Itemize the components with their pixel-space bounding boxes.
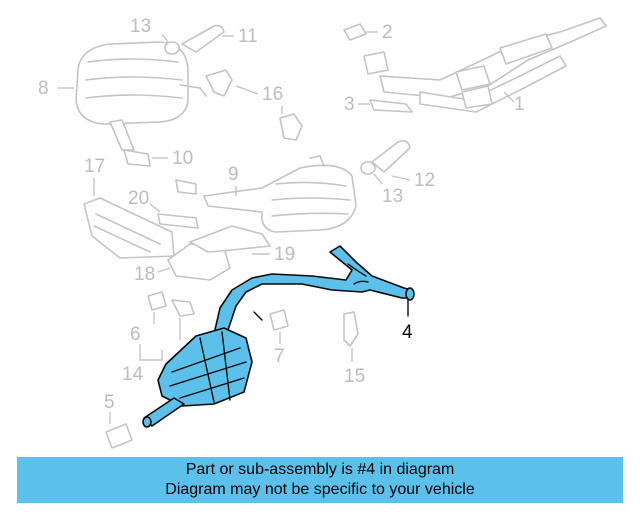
callout-2[interactable]: 2 — [366, 22, 393, 43]
svg-text:18: 18 — [134, 264, 155, 285]
svg-text:14: 14 — [122, 364, 144, 385]
callout-15[interactable]: 15 — [344, 348, 365, 387]
svg-text:1: 1 — [514, 94, 525, 115]
svg-text:12: 12 — [414, 170, 435, 191]
callout-13-lower[interactable]: 13 — [373, 173, 403, 207]
part-15-bracket[interactable] — [343, 311, 359, 347]
part-3-bracket[interactable] — [369, 99, 413, 113]
svg-text:6: 6 — [130, 324, 141, 345]
svg-text:5: 5 — [104, 392, 115, 413]
callout-6[interactable]: 6 — [130, 312, 155, 345]
callout-9[interactable]: 9 — [228, 164, 239, 196]
part-5-connector[interactable] — [105, 423, 133, 449]
svg-text:4: 4 — [402, 322, 413, 343]
part-9-center-muffler[interactable] — [203, 155, 357, 233]
callout-7[interactable]: 7 — [274, 332, 285, 367]
svg-text:10: 10 — [172, 148, 193, 169]
svg-text:11: 11 — [238, 26, 258, 47]
svg-text:20: 20 — [128, 188, 149, 209]
callout-17[interactable]: 17 — [84, 156, 105, 196]
part-16-hanger[interactable] — [205, 69, 303, 141]
callout-4[interactable]: 4 — [402, 299, 413, 343]
callout-3[interactable]: 3 — [344, 94, 370, 115]
banner-line-part-number: Part or sub-assembly is #4 in diagram — [185, 461, 455, 478]
part-10-clamp[interactable] — [123, 149, 197, 195]
part-11-tailpipe-tip[interactable] — [181, 24, 225, 53]
callout-20[interactable]: 20 — [128, 188, 161, 213]
svg-text:3: 3 — [344, 94, 355, 115]
callout-13-upper[interactable]: 13 — [130, 16, 169, 43]
svg-text:16: 16 — [262, 84, 283, 105]
part-2-gasket[interactable] — [343, 23, 389, 75]
part-8-rear-muffler[interactable] — [75, 41, 207, 151]
banner-line-disclaimer: Diagram may not be specific to your vehi… — [165, 481, 475, 498]
part-18-heat-shield[interactable] — [167, 243, 231, 281]
part-7-isolator[interactable] — [269, 309, 289, 331]
callout-11[interactable]: 11 — [222, 26, 258, 47]
part-1-front-pipe[interactable] — [379, 17, 607, 113]
callout-10[interactable]: 10 — [152, 148, 193, 169]
svg-text:15: 15 — [344, 366, 365, 387]
callout-19[interactable]: 19 — [252, 244, 295, 265]
part-4-intermediate-pipe-muffler[interactable] — [142, 245, 415, 428]
part-13-clamp-upper[interactable] — [164, 41, 180, 55]
svg-text:9: 9 — [228, 164, 239, 185]
svg-text:8: 8 — [38, 78, 49, 99]
callout-14[interactable]: 14 — [122, 318, 181, 385]
svg-text:13: 13 — [130, 16, 151, 37]
svg-text:7: 7 — [274, 346, 285, 367]
part-12-tailpipe-tip[interactable] — [371, 140, 411, 173]
part-6-isolator[interactable] — [147, 291, 195, 317]
callout-8[interactable]: 8 — [38, 78, 74, 99]
part-13-clamp-lower[interactable] — [360, 161, 376, 175]
callout-18[interactable]: 18 — [134, 264, 171, 285]
part-20-heat-shield[interactable] — [157, 213, 199, 229]
callout-12[interactable]: 12 — [391, 170, 435, 191]
svg-text:17: 17 — [84, 156, 105, 177]
part-19-heat-shield[interactable] — [189, 225, 271, 253]
svg-text:19: 19 — [274, 244, 295, 265]
callout-1[interactable]: 1 — [503, 91, 525, 115]
svg-text:2: 2 — [382, 22, 393, 43]
callout-5[interactable]: 5 — [104, 392, 115, 424]
svg-text:13: 13 — [382, 186, 403, 207]
callout-16[interactable]: 16 — [235, 84, 283, 114]
exhaust-system-diagram: 1 2 3 4 5 6 7 8 — [38, 16, 607, 449]
info-banner: Part or sub-assembly is #4 in diagram Di… — [17, 457, 623, 503]
